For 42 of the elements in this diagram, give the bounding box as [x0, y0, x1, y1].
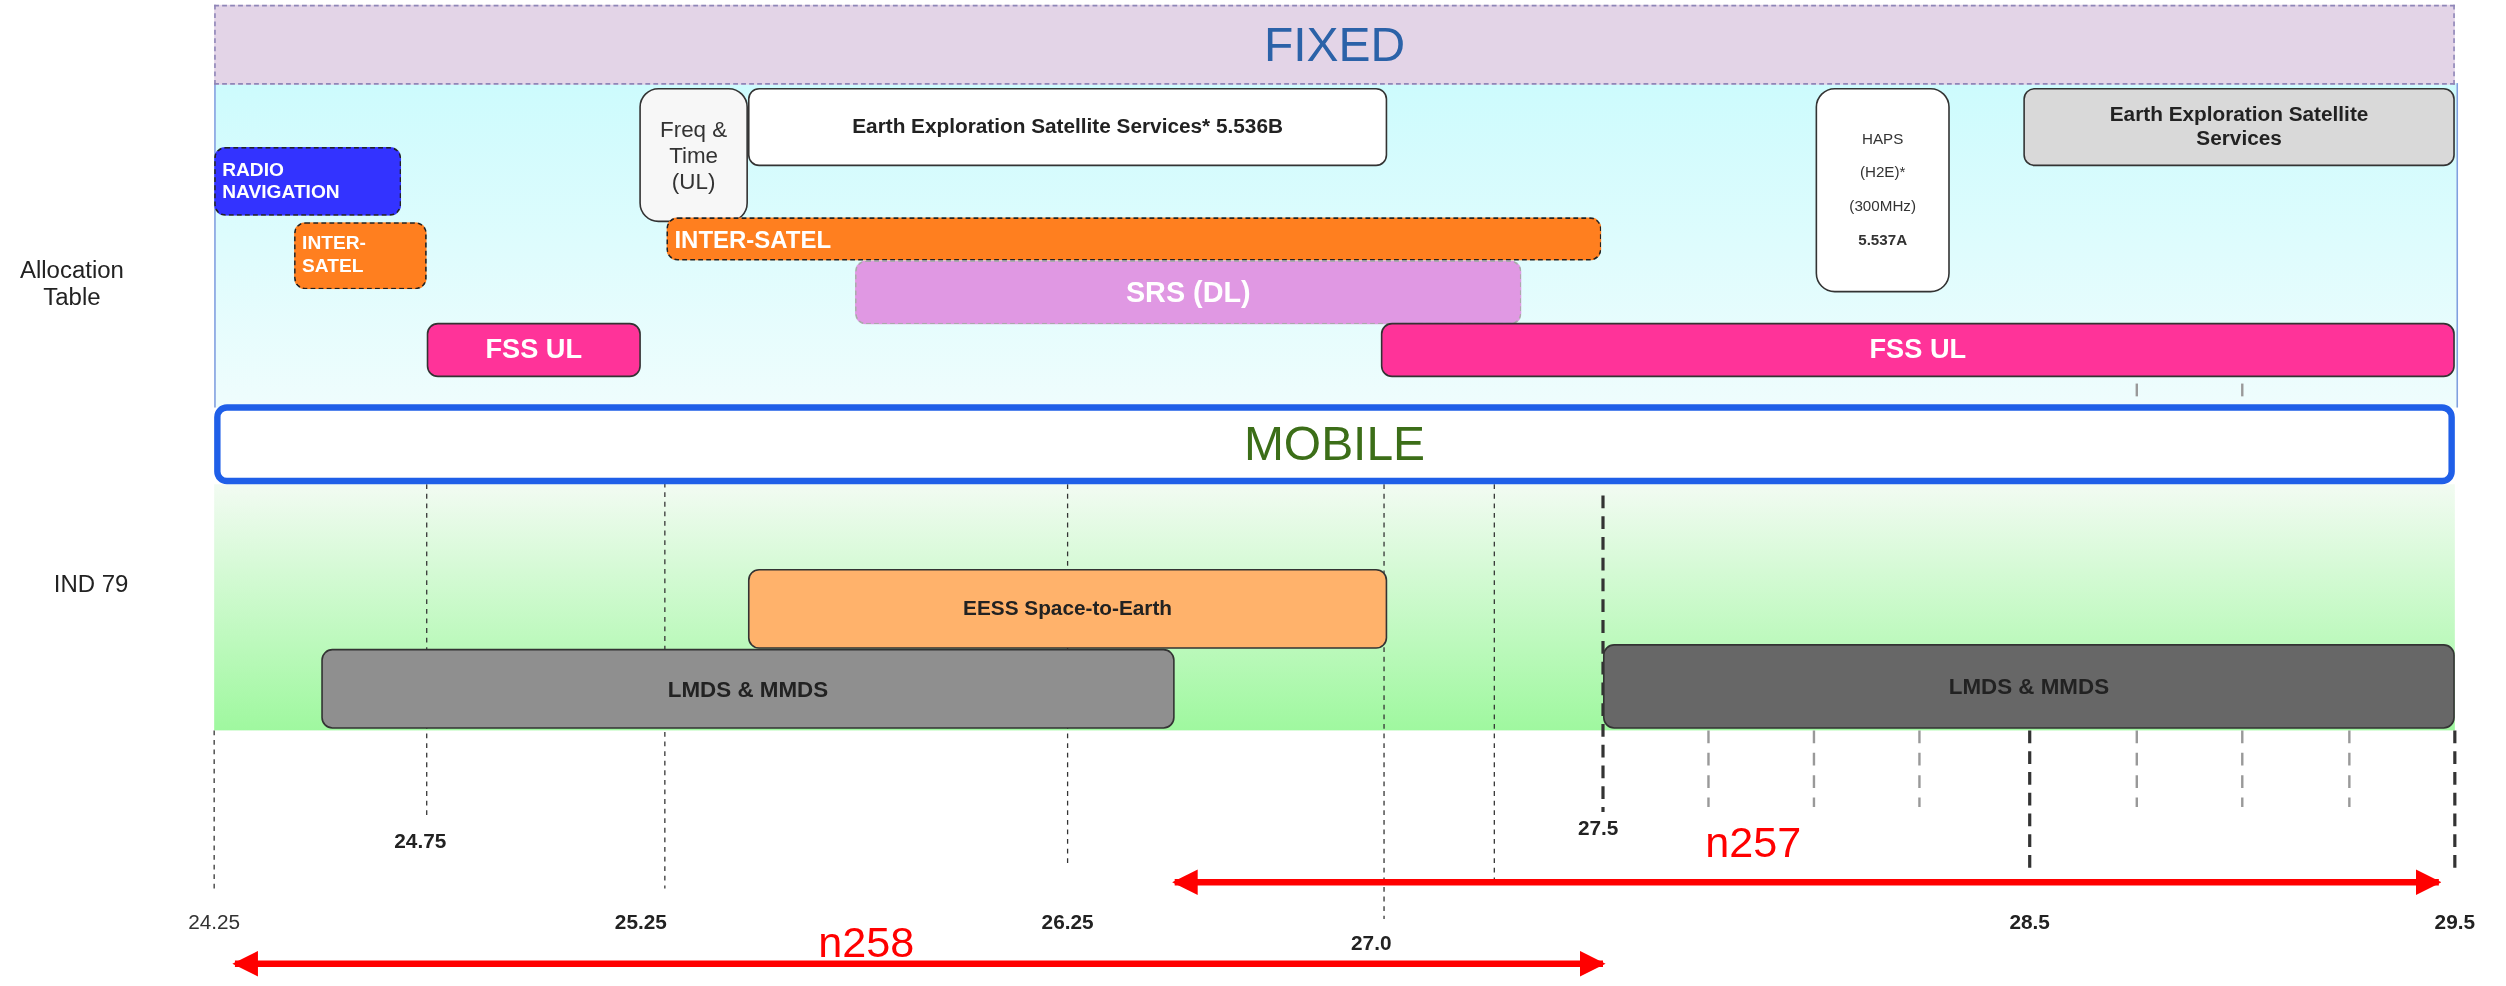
frequency-tick: 24.25 — [188, 910, 241, 935]
service-label: Freq & Time (UL) — [659, 116, 729, 194]
service-label: Earth Exploration Satellite Services — [2108, 103, 2370, 151]
service-band — [214, 404, 2455, 485]
frequency-tick: 26.25 — [1041, 910, 1094, 935]
service-label: HAPS (H2E)* (300MHz) 5.537A — [1848, 128, 1917, 250]
service-label: FIXED — [1263, 17, 1406, 72]
allocation-block — [426, 322, 641, 378]
allocation-block — [1380, 322, 2455, 378]
allocation-block — [294, 222, 427, 290]
frequency-tick: 28.5 — [2009, 910, 2050, 935]
service-label: Earth Exploration Satellite Services* 5.536B — [852, 115, 1283, 139]
service-label: EESS Space-to-Earth — [963, 597, 1173, 621]
service-label: FSS UL — [485, 334, 583, 366]
service-label: LMDS & MMDS — [1948, 673, 2110, 700]
allocation-block — [855, 260, 1522, 325]
allocation-block — [747, 87, 1388, 167]
allocation-block — [747, 568, 1388, 649]
allocation-block — [321, 648, 1175, 729]
service-label: LMDS & MMDS — [667, 675, 829, 702]
frequency-tick: 24.75 — [394, 828, 447, 853]
allocation-block — [214, 147, 402, 216]
allocation-block — [666, 217, 1602, 261]
service-label: RADIO NAVIGATION — [222, 159, 341, 204]
service-label: INTER-SATEL — [674, 225, 832, 253]
frequency-tick: 25.25 — [614, 910, 667, 935]
row-label: IND 79 — [52, 569, 130, 597]
allocation-block — [2023, 87, 2455, 167]
frequency-tick: 27.5 — [1577, 815, 1619, 840]
allocation-block — [639, 87, 748, 223]
allocation-block — [1815, 87, 1950, 293]
service-label: INTER-SATEL — [302, 233, 367, 278]
frequency-tick: 27.0 — [1351, 930, 1392, 955]
band-name: n257 — [1705, 819, 1802, 869]
service-band — [214, 4, 2455, 85]
service-label: FSS UL — [1869, 334, 1967, 366]
frequency-tick: 29.5 — [2434, 910, 2476, 935]
row-label: Allocation Table — [18, 255, 125, 311]
service-label: MOBILE — [1243, 416, 1426, 472]
service-label: SRS (DL) — [1125, 275, 1251, 309]
band-name: n258 — [818, 918, 915, 968]
allocation-block — [1603, 644, 2455, 729]
